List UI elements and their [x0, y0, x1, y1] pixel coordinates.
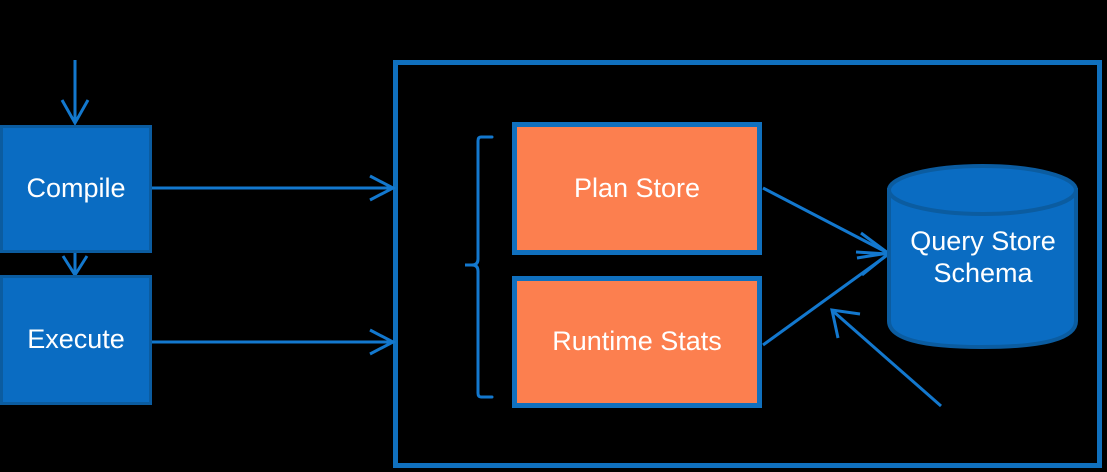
node-runtime-stats[interactable]: Runtime Stats — [512, 276, 762, 408]
node-plan-store[interactable]: Plan Store — [512, 122, 762, 255]
node-query-store-schema[interactable]: Query Store Schema — [886, 163, 1080, 350]
arrow-runtime-stats-to-schema — [762, 250, 892, 347]
arrow-input-to-compile — [60, 60, 90, 127]
arrow-external-to-schema — [830, 308, 942, 408]
query-store-container — [393, 60, 1102, 468]
node-runtime-stats-label: Runtime Stats — [552, 326, 722, 357]
node-compile-label: Compile — [26, 173, 126, 204]
node-plan-store-label: Plan Store — [573, 172, 701, 203]
node-execute-label: Execute — [27, 324, 125, 355]
node-execute[interactable]: Execute — [0, 275, 152, 405]
database-cylinder-icon — [887, 164, 1078, 350]
node-compile[interactable]: Compile — [0, 125, 152, 253]
arrow-compile-to-execute — [61, 252, 89, 278]
arrow-compile-to-container — [152, 174, 397, 202]
group-brace — [465, 135, 494, 399]
arrow-execute-to-container — [152, 328, 397, 356]
arrow-plan-store-to-schema — [762, 186, 892, 260]
